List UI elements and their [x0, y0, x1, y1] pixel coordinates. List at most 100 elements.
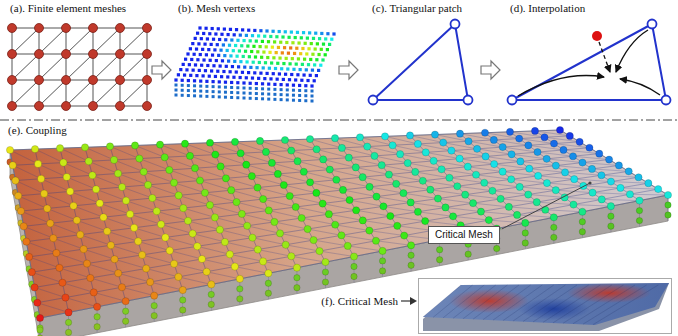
mesh-line: [503, 285, 554, 321]
vertex-dot: [605, 156, 612, 163]
vertex-dot: [289, 46, 292, 49]
vertex-dot: [300, 36, 303, 39]
vertex-dot: [180, 307, 186, 313]
vertex-dot: [296, 31, 299, 34]
vertex-dot: [364, 143, 371, 150]
vertex-dot: [234, 44, 237, 47]
mesh-node: [116, 102, 125, 111]
mesh-node: [35, 24, 44, 33]
triangle-patch: [512, 24, 666, 100]
mesh-line: [494, 140, 528, 145]
inset-heading: (f). Critical Mesh: [320, 295, 399, 308]
vertex-dot: [59, 279, 66, 286]
vertex-dot: [202, 58, 205, 61]
vertex-dot: [598, 196, 605, 203]
mesh-line: [94, 292, 126, 301]
mesh-line: [343, 190, 377, 197]
vertex-dot: [180, 297, 186, 303]
mesh-line: [410, 135, 497, 228]
mesh-line: [10, 150, 40, 318]
mesh-line: [544, 137, 579, 142]
mesh-line: [396, 184, 430, 190]
vertex-dot: [298, 89, 301, 92]
vertex-dot: [223, 54, 226, 57]
vertex-dot: [63, 173, 70, 180]
mesh-line: [476, 175, 511, 180]
vertex-dot: [267, 98, 270, 101]
mesh-line: [377, 197, 411, 203]
vertex-dot: [207, 48, 210, 51]
vertex-dot: [350, 253, 357, 260]
vertex-dot: [311, 90, 314, 93]
vertex-dot: [230, 38, 233, 41]
vertex-dot: [338, 232, 345, 239]
vertex-dot: [136, 155, 143, 162]
vertex-dot: [261, 87, 264, 90]
vertex-dot: [89, 172, 96, 179]
vertex-dot: [208, 75, 211, 78]
vertex-dot: [456, 155, 463, 162]
vertex-dot: [114, 170, 121, 177]
vertex-dot: [273, 98, 276, 101]
vertex-dot: [181, 79, 184, 82]
vertex-dot: [366, 227, 373, 234]
vertex-dot: [338, 144, 345, 151]
vertex-dot: [295, 63, 298, 66]
vertex-dot: [284, 73, 287, 76]
mesh-line: [32, 272, 63, 283]
vertex-dot: [541, 134, 548, 141]
vertex-dot: [204, 27, 207, 30]
vertex-dot: [407, 199, 414, 206]
vertex-dot: [346, 196, 353, 203]
vertex-dot: [267, 88, 270, 91]
vertex-dot: [322, 279, 328, 285]
vertex-dot: [371, 152, 378, 159]
vertex-dot: [438, 166, 445, 173]
mesh-line: [503, 147, 538, 152]
vertex-dot: [194, 243, 201, 250]
vertex-dot: [110, 156, 117, 163]
mesh-line: [574, 179, 611, 181]
vertex-dot: [456, 130, 463, 137]
vertex-dot: [607, 203, 614, 210]
mesh-line: [174, 264, 207, 272]
vertex-dot: [290, 73, 293, 76]
vertex-dot: [208, 32, 211, 35]
mesh-line: [501, 199, 537, 202]
vertex-dot: [144, 181, 151, 188]
vertex-dot: [139, 251, 146, 258]
vertex-dot: [543, 155, 550, 162]
vertex-dot: [315, 58, 318, 61]
mesh-line: [483, 285, 531, 320]
vertex-dot: [311, 69, 314, 72]
vertex-dot: [6, 146, 13, 153]
inset-slab-top: [423, 283, 669, 325]
vertex-dot: [333, 176, 340, 183]
vertex-dot: [257, 34, 260, 37]
vertex-dot: [118, 183, 125, 190]
mesh-line: [50, 223, 80, 234]
mesh-line: [329, 214, 363, 220]
vertex-dot: [446, 174, 453, 181]
vertex-dot: [180, 205, 187, 212]
mesh-line: [469, 141, 503, 147]
mesh-line: [126, 201, 157, 212]
mesh-line: [592, 169, 629, 171]
mesh-line: [247, 226, 280, 234]
vertex-dot: [310, 42, 313, 45]
mesh-line: [335, 225, 369, 231]
vertex-dot: [525, 142, 532, 149]
vertex-dot: [274, 170, 281, 177]
mesh-node: [35, 76, 44, 85]
mesh-line: [360, 137, 440, 239]
vertex-dot: [242, 81, 245, 84]
vertex-dot: [216, 43, 219, 46]
vertex-dot: [522, 230, 528, 236]
vertex-dot: [191, 165, 198, 172]
vertex-dot: [258, 61, 261, 64]
vertex-dot: [286, 93, 289, 96]
vertex-dot: [56, 145, 63, 152]
vertex-dot: [36, 314, 43, 321]
vertex-dot: [189, 230, 196, 237]
vertex-dot: [257, 77, 260, 80]
